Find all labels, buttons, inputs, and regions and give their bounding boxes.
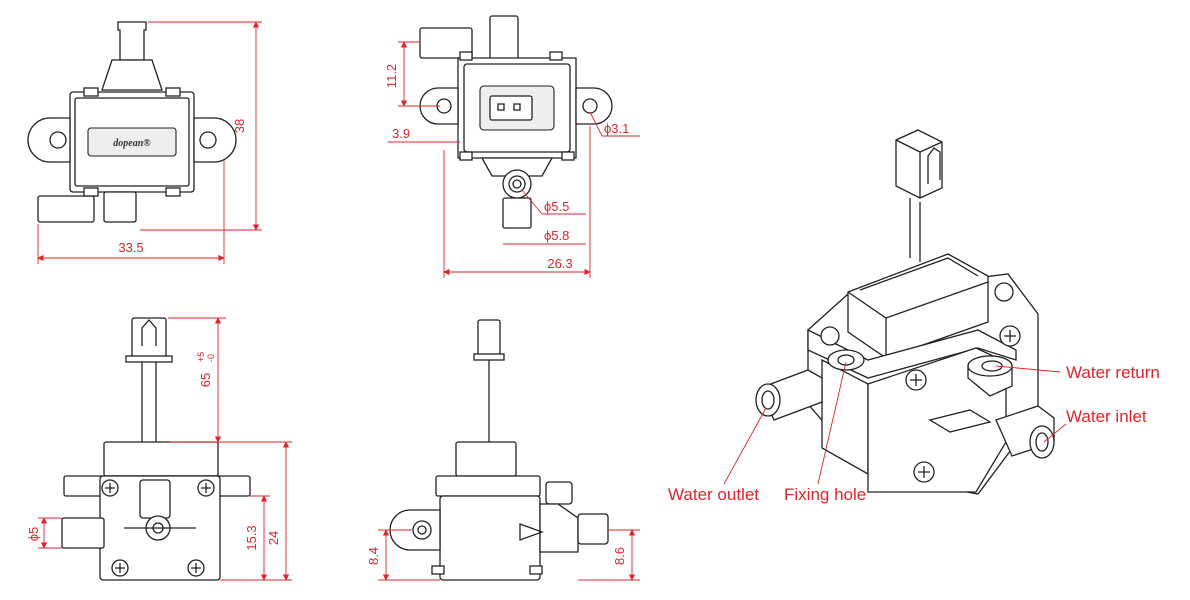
dim-inlet-outer: ϕ5.5 [544, 199, 569, 214]
callout-water-outlet: Water outlet [668, 485, 759, 504]
isometric-callouts: Water return Water inlet Water outlet Fi… [668, 361, 1160, 504]
isometric-view [755, 129, 1055, 495]
back-view-dimensions: 65 +5 -0 ϕ5 15.3 24 [26, 317, 292, 581]
side-view-dimensions: 8.4 8.6 [366, 529, 640, 581]
back-view [61, 317, 251, 581]
front-view: dopean® [27, 21, 237, 223]
callout-fixing-hole: Fixing hole [784, 485, 866, 504]
dim-outlet-dia: ϕ5 [26, 527, 41, 542]
callout-water-return: Water return [1066, 363, 1160, 382]
dim-side-right: 8.6 [612, 547, 627, 565]
dim-outlet-offset: 11.2 [384, 64, 399, 88]
dim-side-left: 8.4 [366, 547, 381, 565]
dim-outlet-height: 15.3 [244, 525, 259, 550]
dim-top-width: 26.3 [547, 256, 572, 271]
dim-inlet-port: ϕ5.8 [544, 228, 569, 243]
top-view [419, 15, 613, 229]
brand-logo: dopean® [113, 138, 151, 149]
dim-cable-tol-minus: -0 [206, 354, 216, 362]
top-view-dimensions: 11.2 3.9 ϕ3.1 ϕ5.5 ϕ5.8 26.3 [384, 41, 640, 278]
dim-front-height: 38 [232, 119, 247, 133]
dim-fixing-hole: ϕ3.1 [604, 121, 629, 136]
dim-cable-length: 65 [198, 373, 213, 387]
dim-cable-tol-plus: +5 [196, 352, 206, 362]
front-view-dimensions: 38 33.5 [37, 21, 262, 264]
dim-front-width: 33.5 [118, 240, 143, 255]
callout-water-inlet: Water inlet [1066, 407, 1147, 426]
dim-body-height: 24 [266, 531, 281, 545]
dim-hole-offset: 3.9 [392, 126, 410, 141]
side-view [389, 319, 609, 581]
